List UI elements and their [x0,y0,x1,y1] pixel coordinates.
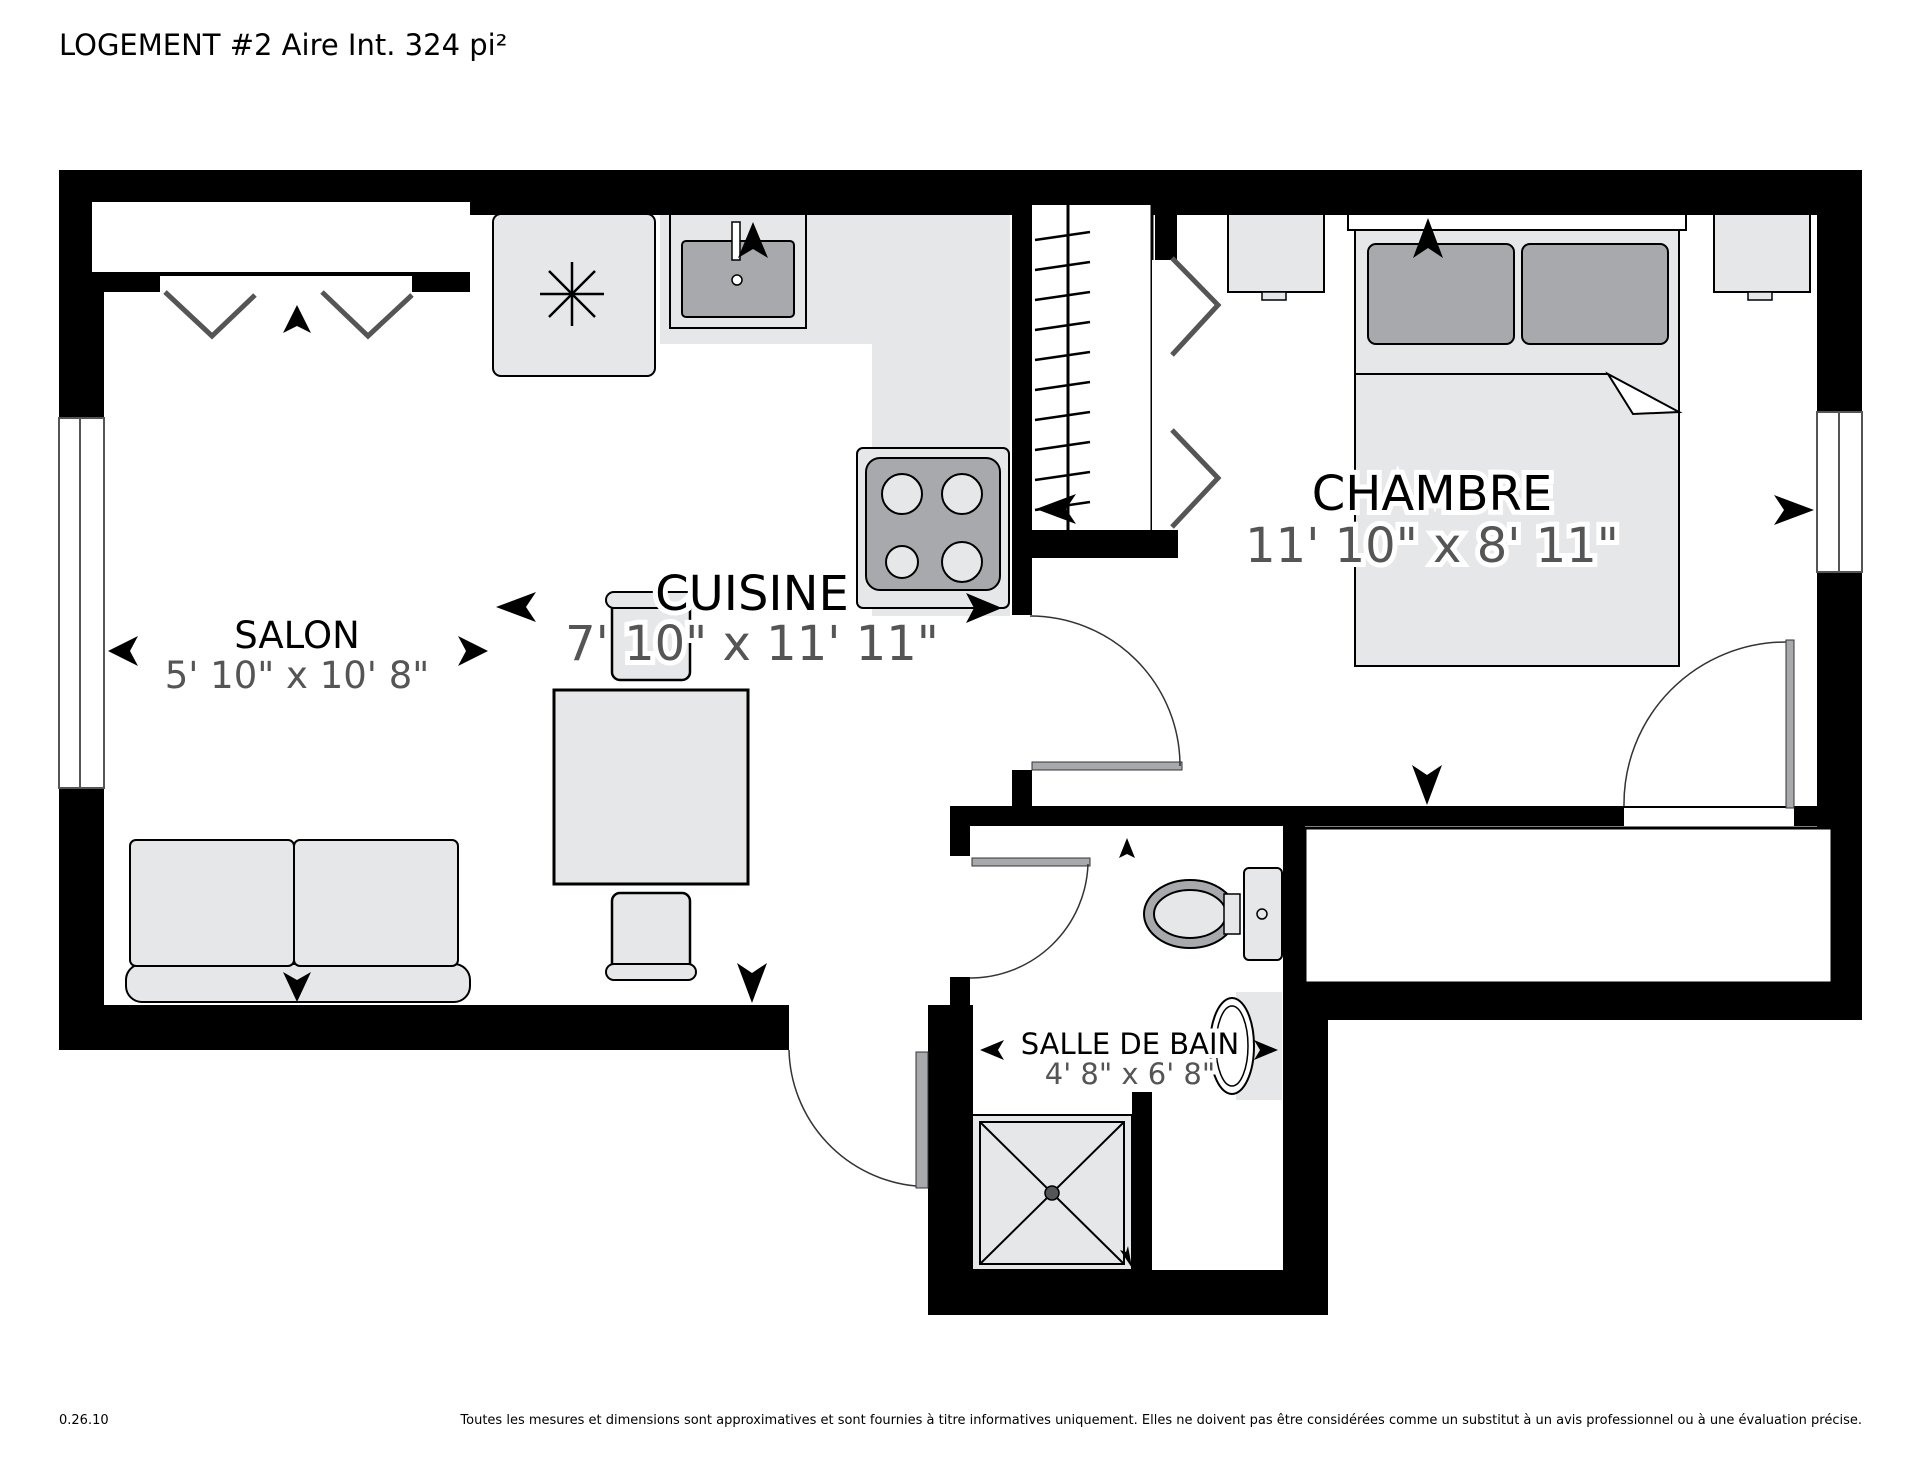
chair-top [605,591,697,682]
version-label: 0.26.10 [59,1413,109,1428]
stove [856,447,1010,609]
storage-room [1303,826,1834,985]
room-dims-salon: 5' 10" x 10' 8" [165,654,430,697]
room-dims-cuisine: 7' 10" x 11' 11" [565,616,939,672]
room-cuisine: CUISINE 7' 10" x 11' 11" [560,561,944,677]
room-salle-de-bain: SALLE DE BAIN 4' 8" x 6' 8" [1017,1023,1244,1095]
nightstand-left [1227,213,1325,301]
dimension-arrows [108,218,1814,1268]
chambre-door [1623,639,1795,809]
room-name-salle-de-bain: SALLE DE BAIN [1021,1027,1240,1061]
room-salon: SALON 5' 10" x 10' 8" [165,614,430,697]
entry-door [788,1049,929,1189]
toilet [1143,867,1283,961]
walls [59,170,1862,1315]
room-name-cuisine: CUISINE [655,566,849,622]
room-chambre: CHAMBRE 11' 10" x 8' 11" [1240,461,1624,579]
room-dims-salle-de-bain: 4' 8" x 6' 8" [1045,1057,1215,1091]
salon-closet [92,202,470,272]
refrigerator [492,213,656,377]
window-salon [58,417,105,789]
kitchen-chambre-door [1029,615,1183,771]
shower [971,1114,1133,1271]
dining-table [552,688,750,886]
nightstand-right [1713,213,1811,301]
bed [1347,213,1687,667]
sofa [125,839,471,1003]
chair-bottom [605,891,697,981]
window-chambre [1816,411,1863,573]
plan-title: LOGEMENT #2 Aire Int. 324 pi² [59,28,508,62]
disclaimer: Toutes les mesures et dimensions sont ap… [460,1413,1862,1428]
kitchen-sink [669,213,807,329]
bifold-doors-salon [163,290,414,340]
room-dims-chambre: 11' 10" x 8' 11" [1245,518,1619,574]
chambre-closet [1032,205,1222,530]
room-name-chambre: CHAMBRE [1312,466,1552,522]
bathroom-door [969,857,1091,979]
room-name-salon: SALON [234,614,360,657]
